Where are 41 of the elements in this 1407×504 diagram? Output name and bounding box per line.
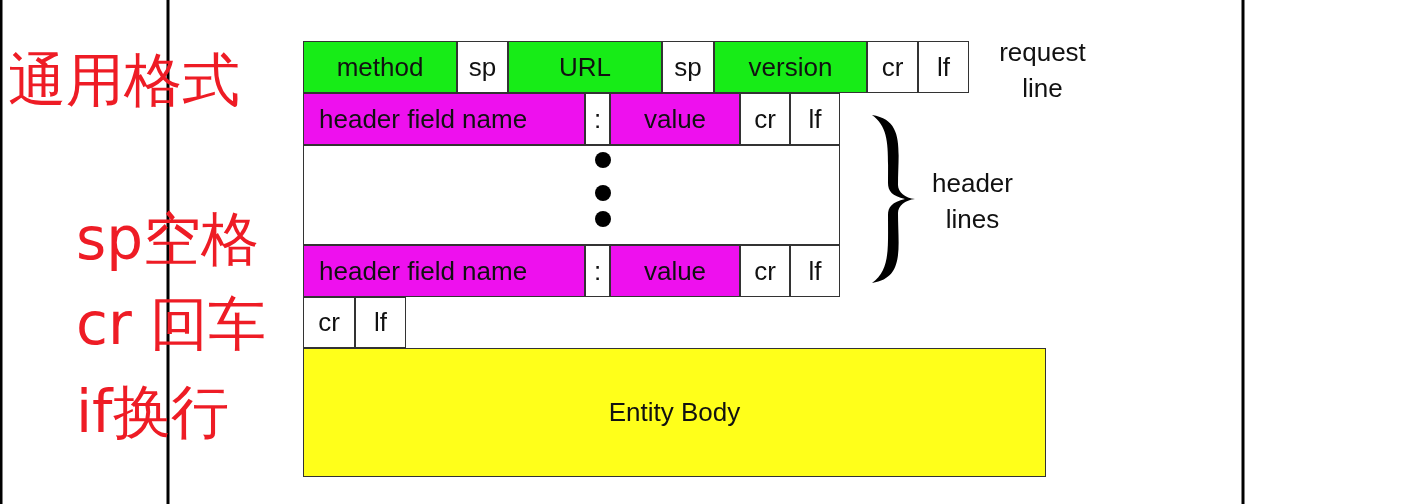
cell-text: method [336, 51, 424, 83]
separator-cell [457, 41, 508, 93]
separator-cell [790, 245, 840, 297]
cell-text: sp [674, 51, 702, 83]
cell-text: cr [318, 307, 340, 338]
cell-text: header field name [318, 255, 528, 287]
cell-text: lf [808, 103, 822, 135]
separator-cell [585, 93, 610, 145]
entity-body-box [303, 348, 1046, 477]
field-cell [303, 41, 457, 93]
side-label: header lines [931, 167, 1014, 236]
ellipsis-box [303, 145, 840, 245]
field-cell [610, 245, 740, 297]
cell-text: cr [754, 255, 776, 287]
side-label: request line [998, 36, 1087, 105]
cell-text: : [593, 103, 602, 135]
field-cell [508, 41, 662, 93]
separator-cell [867, 41, 918, 93]
cell-text: : [593, 255, 602, 287]
cell-text: URL [559, 51, 611, 83]
cell-text: lf [937, 51, 950, 83]
cell-text: Entity Body [608, 397, 741, 428]
cell-text: header field name [318, 103, 528, 135]
cell-text: cr [881, 51, 904, 83]
separator-cell [740, 245, 790, 297]
separator-cell [790, 93, 840, 145]
separator-cell [740, 93, 790, 145]
cell-text: lf [374, 307, 387, 338]
field-cell [610, 93, 740, 145]
cell-text: cr [754, 103, 776, 135]
separator-cell [918, 41, 969, 93]
field-cell [303, 93, 585, 145]
separator-cell [585, 245, 610, 297]
cell-text: version [748, 51, 833, 83]
cell-text: value [643, 103, 707, 135]
field-cell [303, 245, 585, 297]
cell-text: value [643, 255, 707, 287]
field-cell [714, 41, 867, 93]
separator-cell [662, 41, 714, 93]
cell-text: lf [808, 255, 822, 287]
cell-text: sp [468, 51, 497, 83]
